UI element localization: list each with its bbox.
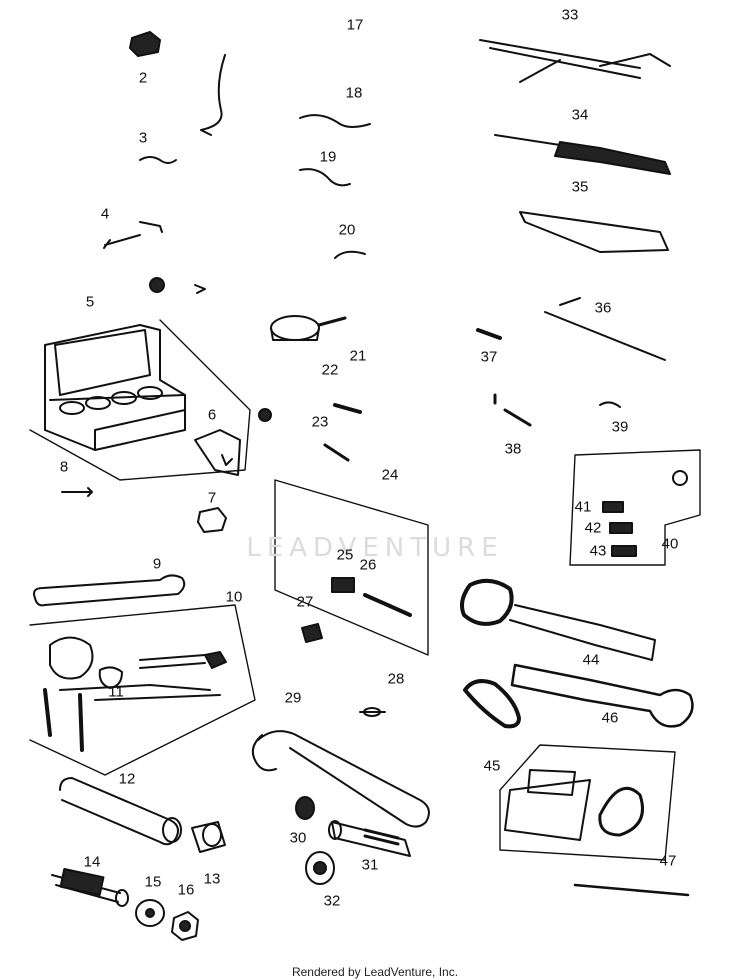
part-16-hexnut	[171, 911, 199, 941]
callout-25: 25	[336, 546, 354, 564]
callout-41: 41	[574, 498, 592, 516]
callout-21: 21	[349, 347, 367, 365]
callout-10: 10	[225, 588, 243, 606]
callout-20: 20	[338, 221, 356, 239]
callout-28: 28	[387, 670, 405, 688]
callout-40: 40	[661, 535, 679, 553]
callout-16: 16	[177, 881, 195, 899]
callout-3: 3	[138, 129, 148, 147]
callout-44: 44	[582, 651, 600, 669]
callout-17: 17	[346, 16, 364, 34]
part-23-pin	[323, 443, 350, 462]
part-7-nut	[197, 507, 227, 533]
part-4-tool	[103, 221, 206, 294]
part-31-tube	[328, 820, 411, 857]
callout-22: 22	[321, 361, 339, 379]
part-46-multimeter	[499, 744, 676, 861]
part-47-line	[573, 883, 690, 897]
callout-5: 5	[85, 293, 95, 311]
part-18-clip	[299, 114, 371, 128]
part-41-43-fittings	[602, 501, 637, 557]
part-39-clip	[599, 401, 621, 408]
callout-45: 45	[483, 757, 501, 775]
callout-24: 24	[381, 466, 399, 484]
part-38-fitting	[493, 393, 532, 427]
callout-46: 46	[601, 709, 619, 727]
part-24-panel	[274, 479, 429, 656]
part-40-box	[569, 449, 701, 566]
part-20-clip	[334, 250, 366, 259]
part-13-bushing	[191, 821, 226, 853]
callout-35: 35	[571, 178, 589, 196]
part-44-filter-wrench	[460, 578, 694, 728]
part-6-gasket	[194, 408, 272, 476]
part-19-clip	[299, 168, 351, 187]
callout-26: 26	[359, 556, 377, 574]
callout-30: 30	[289, 829, 307, 847]
part-45-strap	[463, 679, 521, 729]
callout-32: 32	[323, 892, 341, 910]
part-10-puller-kit	[29, 604, 256, 776]
callout-37: 37	[480, 348, 498, 366]
callout-13: 13	[203, 870, 221, 888]
part-27-nut	[301, 623, 323, 643]
callout-31: 31	[361, 856, 379, 874]
callout-42: 42	[584, 519, 602, 537]
part-26-rod	[363, 593, 412, 617]
part-9-spanner	[33, 574, 186, 607]
part-30-bushing	[295, 796, 315, 820]
part-25-fitting	[331, 577, 355, 593]
part-15-washer	[135, 899, 165, 927]
callout-38: 38	[504, 440, 522, 458]
callout-9: 9	[152, 555, 162, 573]
callout-36: 36	[594, 299, 612, 317]
callout-27: 27	[296, 593, 314, 611]
callout-34: 34	[571, 106, 589, 124]
part-28-pin	[359, 707, 386, 717]
part-5-toolbox	[29, 319, 251, 481]
part-17-wire	[200, 54, 226, 136]
callout-43: 43	[589, 542, 607, 560]
callout-11: 11	[108, 683, 124, 701]
part-29-hook-spanner	[251, 730, 430, 828]
callout-18: 18	[345, 84, 363, 102]
callout-8: 8	[59, 458, 69, 476]
callout-2: 2	[138, 69, 148, 87]
part-12-tube	[59, 777, 182, 846]
part-37-pin	[476, 328, 502, 340]
callout-29: 29	[284, 689, 302, 707]
watermark: LEADVENTURE	[246, 533, 504, 563]
part-34-screwdriver	[494, 134, 671, 175]
callout-4: 4	[100, 205, 110, 223]
callout-6: 6	[207, 406, 217, 424]
part-21-gauge	[270, 315, 347, 341]
part-8-pin	[61, 487, 93, 497]
callout-33: 33	[561, 6, 579, 24]
part-35-tool	[519, 211, 669, 253]
callout-12: 12	[118, 770, 136, 788]
part-22-bolt	[333, 403, 362, 414]
part-36-probe	[544, 297, 666, 361]
part-3-wire	[139, 156, 177, 164]
part-14-shaft	[51, 868, 129, 907]
callout-19: 19	[319, 148, 337, 166]
callout-7: 7	[207, 489, 217, 507]
part-33-pliers	[479, 39, 671, 83]
callout-14: 14	[83, 853, 101, 871]
callout-39: 39	[611, 418, 629, 436]
part-2-cap	[129, 31, 161, 57]
part-32-cup	[305, 851, 335, 885]
callout-15: 15	[144, 873, 162, 891]
footer-credit: Rendered by LeadVenture, Inc.	[291, 965, 459, 979]
callout-23: 23	[311, 413, 329, 431]
callout-47: 47	[659, 852, 677, 870]
